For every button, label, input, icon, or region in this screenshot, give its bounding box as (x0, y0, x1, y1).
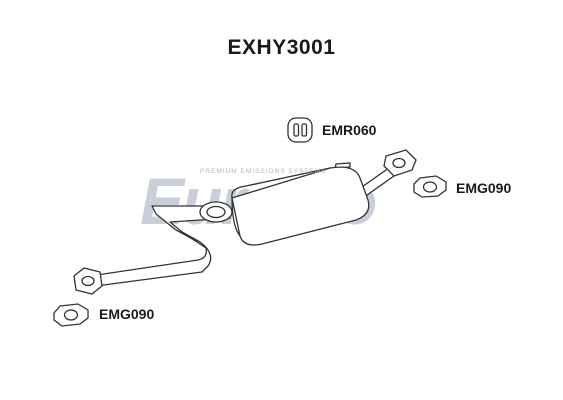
rear-outlet-flange (383, 149, 417, 177)
front-gasket-label: EMG090 (99, 306, 155, 322)
muffler-inlet-collar (199, 201, 233, 223)
mounting-rubber-label: EMR060 (322, 122, 377, 138)
part-number-title: EXHY3001 (227, 36, 336, 59)
front-inlet-pipe (89, 205, 231, 287)
rear-silencer-box (231, 166, 370, 246)
mounting-rubber-icon (287, 117, 313, 143)
rear-gasket-icon (413, 175, 447, 198)
watermark-tagline: PREMIUM EMISSIONS SYSTEMS (200, 168, 327, 175)
front-gasket-icon (53, 303, 89, 327)
front-inlet-flange (73, 267, 103, 295)
rear-gasket-label: EMG090 (456, 180, 512, 196)
